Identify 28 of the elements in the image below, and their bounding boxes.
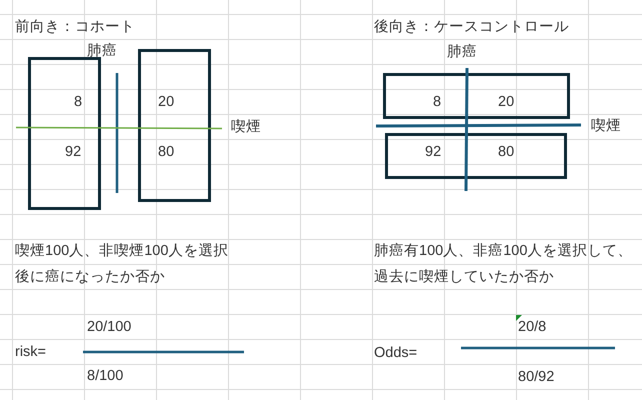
fraction-numerator: 20/100 (87, 319, 132, 335)
cell-value: 8 (74, 94, 82, 110)
formula-label: risk= (15, 344, 46, 360)
cell-value: 20 (498, 94, 514, 110)
cell-value: 80 (158, 144, 174, 160)
table-box (383, 73, 570, 119)
axis-label: 肺癌 (447, 44, 477, 60)
cell-value: 92 (65, 144, 82, 160)
section-heading: 後向き：ケースコントロール (374, 19, 569, 35)
formula-label: Odds= (374, 345, 418, 361)
cell-value: 80 (498, 144, 514, 160)
table-box (28, 57, 101, 210)
description-text: 肺癌有100人、非癌100人を選択して、 (374, 243, 632, 259)
axis-label: 喫煙 (231, 119, 261, 135)
table-box (385, 133, 567, 179)
fraction-denominator: 80/92 (518, 369, 554, 385)
axis-label: 喫煙 (591, 118, 621, 134)
cell-value: 8 (433, 94, 442, 110)
description-text: 過去に喫煙していたか否か (374, 269, 554, 285)
description-text: 喫煙100人、非喫煙100人を選択 (15, 243, 228, 259)
section-heading: 前向き：コホート (15, 19, 135, 35)
description-text: 後に癌になったか否か (15, 269, 165, 285)
cell-value: 92 (425, 144, 442, 160)
fraction-numerator: 20/8 (518, 319, 546, 335)
fraction-denominator: 8/100 (87, 368, 124, 384)
table-box (138, 49, 211, 202)
cell-value: 20 (158, 94, 174, 110)
axis-label: 肺癌 (87, 43, 117, 59)
